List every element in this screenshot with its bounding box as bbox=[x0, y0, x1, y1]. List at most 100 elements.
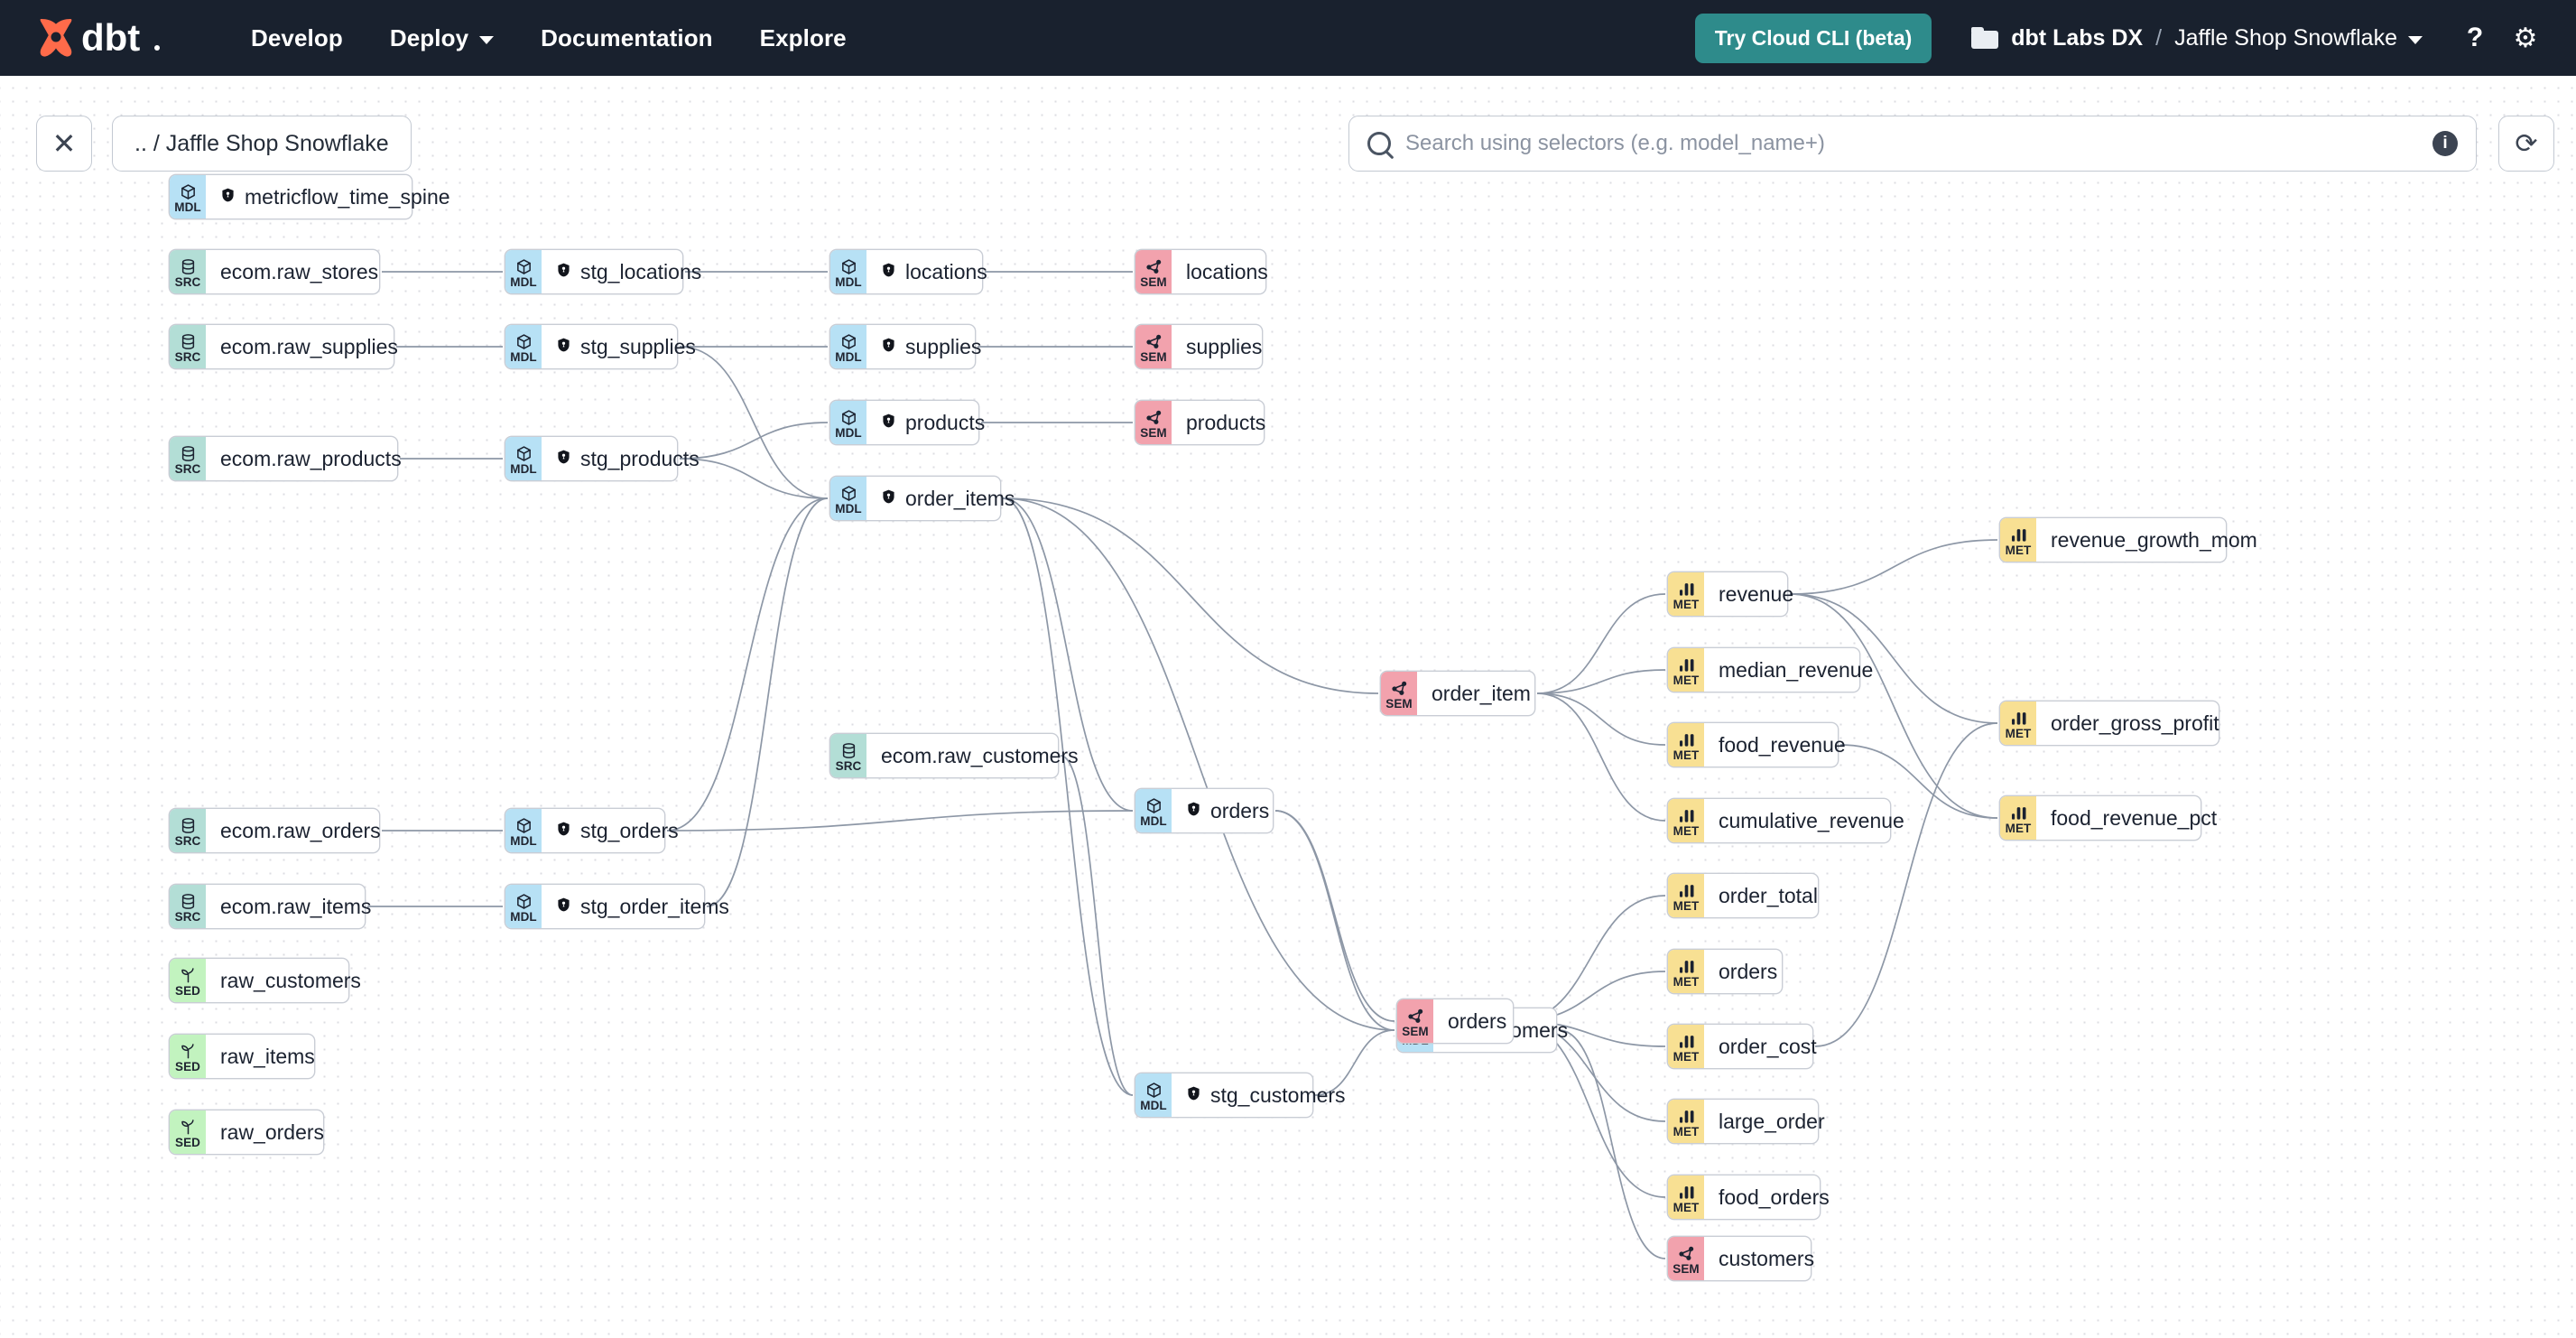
graph-node-raw-customers[interactable]: SED raw_customers bbox=[170, 959, 361, 1002]
node-type-code: MDL bbox=[510, 909, 537, 924]
search-bar[interactable]: i bbox=[1348, 116, 2477, 172]
gear-icon[interactable]: ⚙ bbox=[2513, 23, 2538, 53]
nav-link-documentation[interactable]: Documentation bbox=[517, 15, 737, 61]
shield-icon bbox=[556, 895, 571, 919]
shield-icon bbox=[556, 819, 571, 843]
lineage-edge bbox=[1789, 539, 1998, 595]
search-input[interactable] bbox=[1405, 131, 2418, 156]
shield-icon bbox=[1186, 1083, 1201, 1108]
account-name[interactable]: dbt Labs DX bbox=[2011, 24, 2144, 51]
folder-icon bbox=[1971, 27, 1999, 49]
graph-node-stg-order-items[interactable]: MDL stg_order_items bbox=[505, 885, 729, 928]
shield-icon bbox=[220, 185, 236, 209]
node-body: ecom.raw_supplies bbox=[206, 325, 412, 368]
close-button[interactable]: ✕ bbox=[36, 116, 92, 172]
lineage-edge bbox=[1274, 810, 1395, 1022]
graph-node-large-order[interactable]: MET large_order bbox=[1668, 1100, 1825, 1143]
shield-icon bbox=[556, 260, 571, 284]
node-body: orders bbox=[1433, 999, 1521, 1043]
node-label: order_items bbox=[905, 486, 1015, 510]
breadcrumb[interactable]: .. / Jaffle Shop Snowflake bbox=[112, 116, 412, 172]
project-selector[interactable]: Jaffle Shop Snowflake bbox=[2174, 25, 2423, 51]
try-cloud-cli-button[interactable]: Try Cloud CLI (beta) bbox=[1694, 13, 1932, 63]
chevron-down-icon bbox=[479, 35, 495, 44]
node-body: ecom.raw_orders bbox=[206, 809, 395, 852]
database-icon: SRC bbox=[170, 250, 206, 293]
node-body: supplies bbox=[866, 325, 996, 368]
node-label: raw_items bbox=[220, 1044, 315, 1068]
node-label: revenue bbox=[1719, 581, 1794, 606]
breadcrumb-separator: / bbox=[2155, 24, 2163, 51]
node-label: raw_customers bbox=[220, 968, 361, 992]
graph-node-raw-items[interactable]: SED raw_items bbox=[170, 1035, 315, 1078]
node-type-code: MET bbox=[1673, 1124, 1700, 1138]
bar-chart-icon: MET bbox=[1668, 799, 1704, 842]
bar-chart-icon: MET bbox=[1668, 1100, 1704, 1143]
nav-link-deploy[interactable]: Deploy bbox=[366, 15, 517, 61]
node-body: locations bbox=[866, 250, 1002, 293]
dbt-logo[interactable]: dbt bbox=[34, 14, 202, 62]
node-label: stg_orders bbox=[580, 818, 679, 842]
help-icon[interactable]: ? bbox=[2466, 23, 2484, 52]
sprout-icon: SED bbox=[170, 959, 206, 1002]
node-body: order_item bbox=[1417, 672, 1545, 715]
node-body: order_cost bbox=[1704, 1025, 1831, 1068]
nav-link-explore-label: Explore bbox=[759, 23, 847, 51]
node-type-code: SED bbox=[174, 1059, 201, 1073]
shield-icon bbox=[556, 335, 571, 359]
node-label: stg_order_items bbox=[580, 894, 729, 918]
cube-icon: MDL bbox=[505, 885, 542, 928]
node-body: cumulative_revenue bbox=[1704, 799, 1919, 842]
node-type-code: SEM bbox=[1140, 349, 1167, 364]
node-type-code: MET bbox=[1673, 823, 1700, 838]
node-label: large_order bbox=[1719, 1109, 1825, 1133]
node-label: locations bbox=[1186, 259, 1268, 283]
nav-link-explore[interactable]: Explore bbox=[737, 15, 870, 61]
node-type-code: MDL bbox=[835, 349, 862, 364]
node-label: revenue_growth_mom bbox=[2051, 527, 2257, 552]
info-icon[interactable]: i bbox=[2432, 131, 2458, 156]
cube-icon: MDL bbox=[830, 477, 866, 520]
node-body: large_order bbox=[1704, 1100, 1839, 1143]
graph-node-order-items[interactable]: MDL order_items bbox=[830, 477, 1015, 520]
nav-link-develop[interactable]: Develop bbox=[227, 15, 366, 61]
refresh-button[interactable]: ⟳ bbox=[2498, 116, 2554, 172]
lineage-edge bbox=[1789, 593, 1998, 819]
sprout-icon: SED bbox=[170, 1035, 206, 1078]
